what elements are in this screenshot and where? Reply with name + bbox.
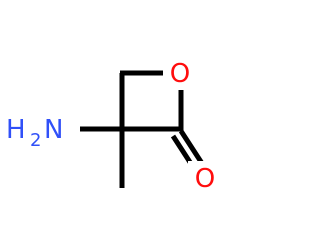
amine-hydrogen-label: H (6, 115, 26, 145)
label-bg-oring (163, 58, 197, 90)
amine-hydrogen-count: 2 (30, 130, 41, 151)
bonds (78, 70, 208, 188)
molecule-diagram: O O H 2 N (4, 58, 222, 195)
carbonyl-oxygen-label: O (195, 164, 215, 194)
label-bg-ocarbonyl (188, 161, 222, 195)
amine-nitrogen-label: N (44, 115, 63, 145)
ring-oxygen-label: O (170, 59, 190, 89)
label-bg-amine (4, 112, 80, 152)
